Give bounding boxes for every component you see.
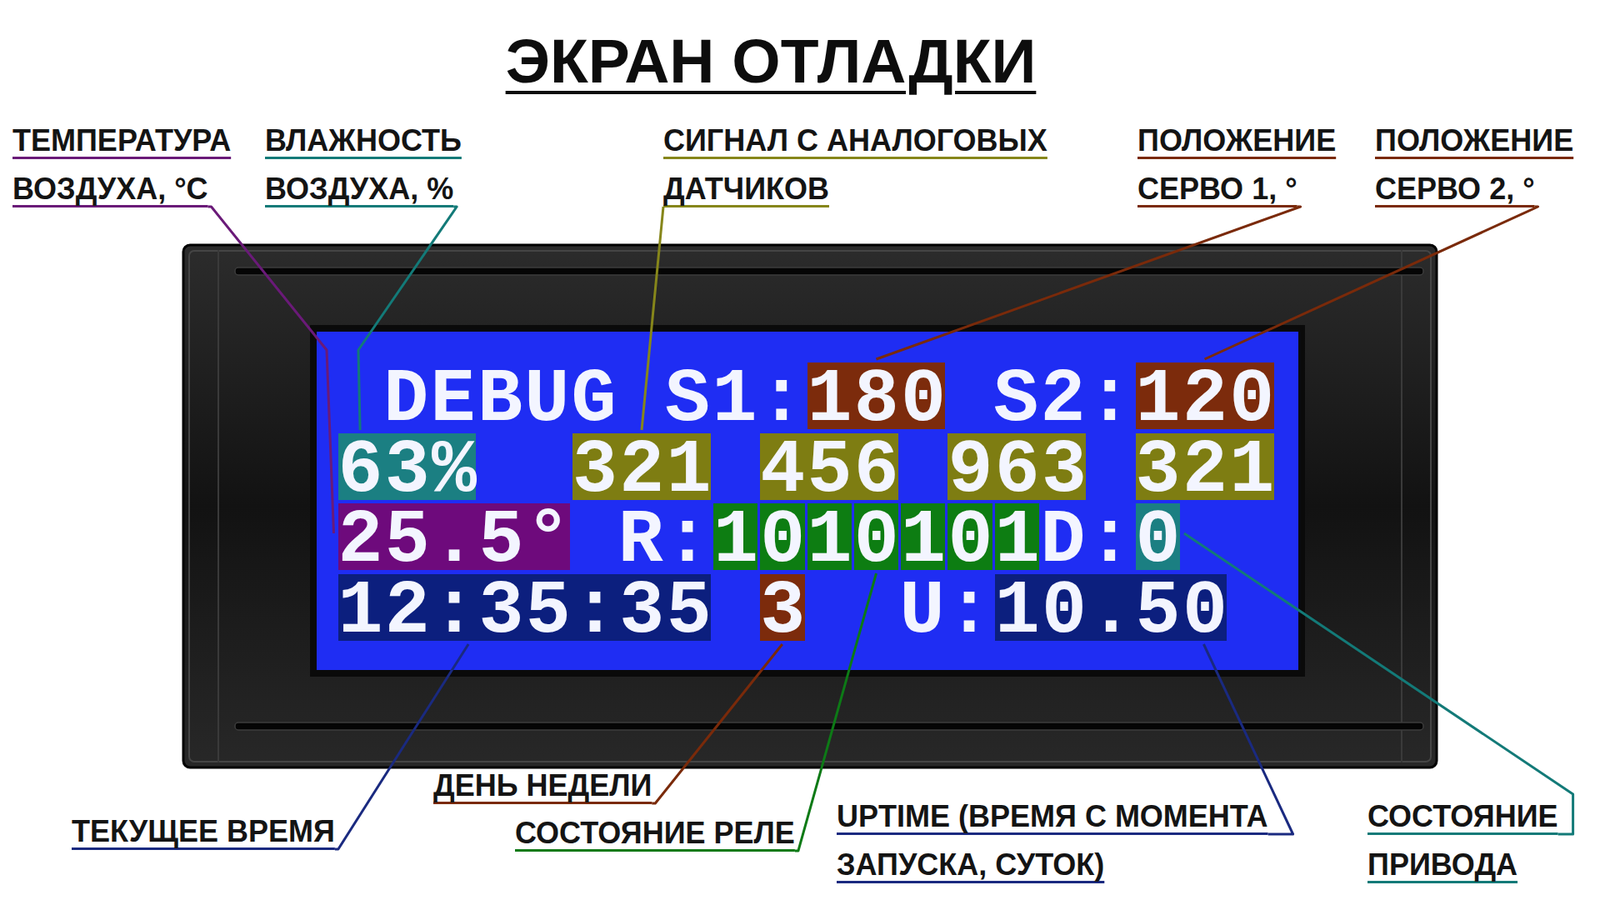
callout-label: UPTIME (ВРЕМЯ С МОМЕНТА ЗАПУСКА, СУТОК)	[836, 792, 1274, 890]
leader-line	[641, 206, 664, 430]
leader-line	[335, 644, 469, 850]
callout-label: ПОЛОЖЕНИЕ СЕРВО 2, °	[1375, 116, 1580, 214]
lcd-field: 1	[713, 503, 758, 570]
callout-text: ПОЛОЖЕНИЕ СЕРВО 2, °	[1375, 123, 1574, 206]
lcd-field: 0	[760, 503, 805, 570]
lcd-field: 321	[572, 433, 711, 500]
lcd-field: 1	[995, 503, 1040, 570]
bezel-side	[1400, 250, 1403, 763]
callout-text: ТЕКУЩЕЕ ВРЕМЯ	[71, 814, 335, 849]
lcd-field: 3	[760, 574, 805, 641]
callout-label: СОСТОЯНИЕ РЕЛЕ	[515, 809, 795, 858]
lcd-text: U:	[900, 578, 995, 645]
lcd-backlight	[316, 331, 1299, 670]
callout-text: UPTIME (ВРЕМЯ С МОМЕНТА ЗАПУСКА, СУТОК)	[836, 799, 1269, 882]
callout-text: ПОЛОЖЕНИЕ СЕРВО 1, °	[1137, 123, 1336, 206]
lcd-value: 0	[1135, 507, 1183, 575]
callout-label: СОСТОЯНИЕ ПРИВОДА	[1367, 792, 1564, 890]
diagram-title: ЭКРАН ОТЛАДКИ	[505, 25, 1037, 96]
lcd-field: 0	[1135, 503, 1180, 570]
callout-label: ДЕНЬ НЕДЕЛИ	[433, 761, 652, 810]
lcd-value: 321	[1135, 437, 1277, 505]
lcd-text: DEBUG	[383, 366, 619, 434]
lcd-value: 120	[1135, 366, 1277, 434]
lcd-glass	[310, 325, 1305, 677]
lcd-field: 120	[1135, 362, 1275, 430]
lcd-value: 3	[760, 578, 807, 645]
callout-label: ВЛАЖНОСТЬ ВОЗДУХА, %	[265, 116, 467, 214]
lcd-screen: DEBUGS1:S2:R:D:U:18012063%32145696332125…	[316, 331, 1299, 670]
lcd-value: 63%	[338, 437, 480, 505]
lcd-field: 63%	[338, 433, 477, 500]
lcd-field: 0	[947, 503, 992, 570]
lcd-field: 10.50	[995, 574, 1228, 641]
lcd-value: 180	[807, 366, 949, 434]
leader-line	[1184, 533, 1574, 835]
callout-label: ТЕМПЕРАТУРА ВОЗДУХА, °C	[12, 116, 237, 214]
callout-label: ПОЛОЖЕНИЕ СЕРВО 1, °	[1137, 116, 1342, 214]
lcd-field: 180	[807, 362, 946, 430]
lcd-field: 12:35:35	[338, 574, 711, 641]
lcd-value: 12:35:35	[338, 578, 714, 645]
leader-line	[651, 644, 783, 804]
callout-text: СОСТОЯНИЕ РЕЛЕ	[515, 815, 795, 850]
lcd-field: 1	[807, 503, 852, 570]
lcd-field: 25.5°	[338, 503, 571, 570]
bezel-side	[217, 250, 220, 763]
callout-text: СИГНАЛ С АНАЛОГОВЫХ ДАТЧИКОВ	[663, 123, 1048, 206]
lcd-text: R:	[618, 507, 713, 575]
lcd-text: D:	[1040, 507, 1135, 575]
callout-text: ТЕМПЕРАТУРА ВОЗДУХА, °C	[12, 123, 231, 206]
lcd-value: 1	[900, 507, 948, 575]
lcd-field: 0	[854, 503, 899, 570]
callout-text: СОСТОЯНИЕ ПРИВОДА	[1367, 799, 1559, 882]
callout-text: ДЕНЬ НЕДЕЛИ	[433, 768, 652, 803]
lcd-bezel	[183, 245, 1437, 768]
lcd-field: 963	[947, 433, 1086, 500]
lcd-value: 1	[713, 507, 760, 575]
lcd-value: 0	[947, 507, 995, 575]
callout-text: ВЛАЖНОСТЬ ВОЗДУХА, %	[265, 123, 462, 206]
lcd-value: 25.5°	[338, 507, 574, 575]
lcd-field: 456	[760, 433, 899, 500]
lcd-value: 1	[995, 507, 1042, 575]
leader-line	[208, 206, 335, 534]
lcd-text: S1:	[665, 366, 806, 434]
lcd-value: 10.50	[995, 578, 1230, 645]
lcd-text: S2:	[993, 366, 1135, 434]
lcd-field: 1	[900, 503, 945, 570]
title-block: ЭКРАН ОТЛАДКИ	[0, 23, 1542, 116]
lcd-value: 1	[807, 507, 855, 575]
lcd-value: 456	[760, 437, 901, 505]
lcd-field: 321	[1135, 433, 1275, 500]
leader-line	[876, 206, 1301, 360]
bezel-edge	[189, 250, 1431, 762]
lcd-value: 321	[572, 437, 714, 505]
lcd-value: 0	[760, 507, 807, 575]
lcd-value: 0	[854, 507, 901, 575]
leader-line	[1205, 206, 1539, 360]
callout-label: СИГНАЛ С АНАЛОГОВЫХ ДАТЧИКОВ	[663, 116, 1053, 214]
lcd-value: 963	[947, 437, 1089, 505]
callout-label: ТЕКУЩЕЕ ВРЕМЯ	[71, 807, 335, 856]
